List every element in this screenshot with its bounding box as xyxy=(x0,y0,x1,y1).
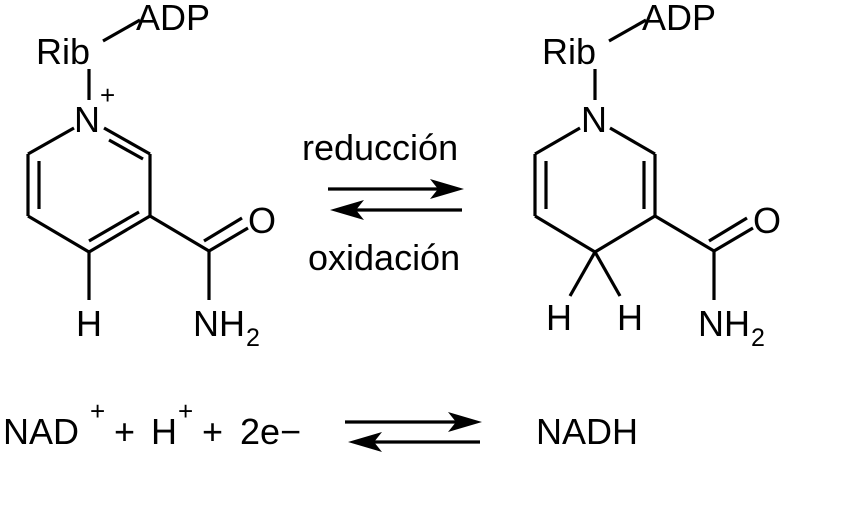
electrons-label: 2e− xyxy=(240,411,301,452)
nadh-structure: Rib ADP N H H O NH 2 xyxy=(533,0,781,352)
left-adp-label: ADP xyxy=(136,0,210,38)
right-h2-label: H xyxy=(617,297,643,338)
c3-carbonyl-bond xyxy=(149,214,210,253)
ring-bond-n-c2 xyxy=(103,126,151,156)
reverse-arrow-head xyxy=(330,200,364,220)
ring-bond-c3-c4 xyxy=(88,214,151,254)
c3-carbonyl-bond-right xyxy=(654,214,715,253)
proton-label: H xyxy=(151,411,177,452)
c4-h2-bond xyxy=(593,251,622,297)
rib-adp-bond-right xyxy=(608,18,647,43)
right-n-label: N xyxy=(581,99,607,140)
right-o-label: O xyxy=(753,200,781,241)
summary-equation: NAD + + H + + 2e− NADH xyxy=(3,396,638,452)
dihydropyridine-ring xyxy=(533,126,657,254)
right-nh-label: NH xyxy=(698,303,750,344)
reduction-label: reducción xyxy=(302,127,458,168)
ring-bond-n-c2-right xyxy=(609,126,656,156)
left-nh-subscript: 2 xyxy=(246,324,260,352)
carbonyl-bond-1 xyxy=(208,226,249,253)
nad-label: NAD xyxy=(3,411,79,452)
carbonyl-bond-2 xyxy=(203,216,243,243)
left-nh-label: NH xyxy=(193,303,245,344)
nad-plus-structure: Rib ADP N + H O NH 2 xyxy=(26,0,276,352)
ring-double-bond-n-c2 xyxy=(108,138,144,161)
eq-forward-arrow-head xyxy=(448,412,482,432)
left-n-charge: + xyxy=(100,80,115,110)
carbonyl-bond-1-right xyxy=(713,226,754,253)
ring-double-bond-c3-c4 xyxy=(88,210,140,243)
c4-h1-bond xyxy=(568,251,597,297)
right-adp-label: ADP xyxy=(642,0,716,38)
ring-bond-c4-c5 xyxy=(27,214,90,254)
ring-bond-c6-n-right xyxy=(534,126,581,156)
rib-adp-bond xyxy=(102,18,141,43)
ring-bond-c6-n xyxy=(27,126,75,156)
plus-sign-1: + xyxy=(114,411,135,452)
forward-arrow-head xyxy=(430,179,464,199)
nad-charge: + xyxy=(90,396,105,426)
plus-sign-2: + xyxy=(202,411,223,452)
oxidation-label: oxidación xyxy=(308,237,460,278)
right-nh-subscript: 2 xyxy=(751,324,765,352)
eq-reverse-arrow-head xyxy=(348,432,382,452)
left-n-label: N xyxy=(74,99,100,140)
right-rib-label: Rib xyxy=(542,31,596,72)
nadh-label: NADH xyxy=(536,411,638,452)
carbonyl-bond-2-right xyxy=(708,216,748,243)
ring-bond-c4-c5-right xyxy=(534,214,596,254)
ring-bond-c3-c4-right xyxy=(594,214,656,254)
right-h1-label: H xyxy=(546,297,572,338)
left-h-label: H xyxy=(76,303,102,344)
pyridinium-ring xyxy=(26,126,152,254)
left-rib-label: Rib xyxy=(36,31,90,72)
reaction-arrows: reducción oxidación xyxy=(302,127,464,278)
proton-charge: + xyxy=(178,396,193,426)
left-o-label: O xyxy=(248,200,276,241)
